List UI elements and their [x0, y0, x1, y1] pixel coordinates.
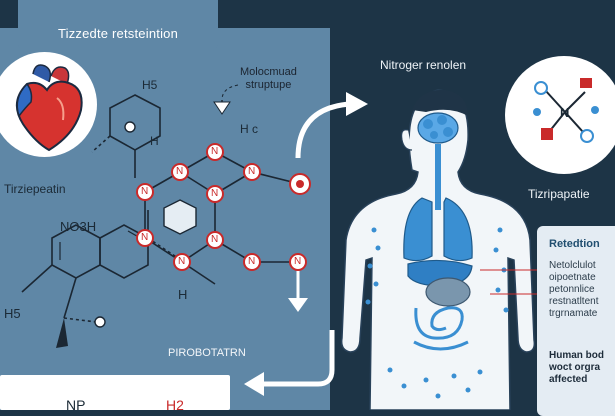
nitrogen-node [243, 253, 261, 271]
oxygen-node [124, 121, 136, 133]
right-molecule-label: Tizripapatie [528, 187, 590, 201]
nitrogen-node [206, 185, 224, 203]
card-connector [480, 269, 537, 295]
ring-bond [63, 317, 97, 323]
down-arrow-head [213, 101, 231, 115]
heart-label: Tirziepeatin [4, 182, 66, 196]
lung-right-icon [443, 197, 473, 262]
node-letter: N [176, 166, 184, 177]
dashed-connector [221, 84, 239, 101]
heart-icon [16, 64, 83, 152]
end-node [289, 253, 307, 271]
vessel-dots [365, 227, 509, 399]
lower-ring-right [99, 224, 149, 279]
retention-card-line: restnatltent [549, 296, 599, 307]
stomach-icon [425, 277, 471, 307]
retention-card-bold-line: Human bod [549, 350, 604, 361]
node-network [136, 143, 311, 271]
retention-card-bold-line: woct orgra [549, 362, 601, 373]
structure-note-line1: Molocmuad [240, 66, 297, 78]
intestines-icon [413, 306, 469, 351]
nitrogen-molecule-icon [533, 78, 599, 143]
node-letter: N [248, 256, 256, 267]
chem-label-ho: H [150, 134, 159, 148]
nitrogen-node [206, 143, 224, 161]
nitrogen-node [171, 163, 189, 181]
chem-label-hco: H c [240, 122, 258, 136]
ear [401, 129, 413, 151]
ring-bond [63, 277, 77, 319]
retention-card-line: Netolclulot [549, 260, 596, 271]
ring-bond [91, 135, 111, 153]
nitrogen-node [173, 253, 191, 271]
return-arrow [244, 330, 335, 396]
molecule-circle [505, 56, 615, 174]
node-letter: N [178, 256, 186, 267]
node-letter: N [211, 188, 219, 199]
node-letter: N [211, 146, 219, 157]
nitrogen-label: Nitroger renolen [380, 58, 467, 72]
oxygen-node [94, 316, 106, 328]
nitrogen-node [136, 229, 154, 247]
chem-label-h5b: H5 [4, 306, 21, 321]
nitrogen-node [136, 183, 154, 201]
middle-ring [163, 199, 197, 235]
wedge-bond [56, 318, 68, 348]
bottom-label-np: NP [66, 397, 86, 413]
node-letter: N [248, 166, 256, 177]
node-letter: N [211, 234, 219, 245]
retention-card-title: Retedtion [549, 238, 600, 250]
node-letter: N [141, 186, 149, 197]
flow-arrow-head [288, 298, 308, 312]
structure-note-line2: struptupe [245, 79, 292, 91]
bottom-box [0, 375, 230, 410]
chem-label-h: H [178, 287, 188, 302]
nitrogen-node [206, 231, 224, 249]
chem-label-h5: H5 [142, 78, 158, 92]
lung-left-icon [403, 197, 433, 262]
end-node [289, 173, 311, 195]
node-letter: N [141, 232, 149, 243]
retention-card-line: trgrnamate [549, 308, 598, 319]
retention-card-line: oipoetnate [549, 272, 596, 283]
molecule-letter: N [560, 105, 570, 120]
retention-card [537, 226, 615, 416]
heart-vessel-2 [50, 66, 70, 85]
node-letter: N [294, 256, 302, 267]
curved-arrow [295, 92, 368, 159]
human-body-figure [340, 89, 536, 410]
heart-vessel-1 [32, 64, 52, 83]
heart-highlight [56, 97, 65, 121]
page-title: Tizzedte retsteintion [18, 18, 218, 48]
heart-body [16, 80, 83, 152]
structure-note: Molocmuad struptupe [240, 66, 297, 92]
body-outline [340, 89, 536, 410]
bottom-label-h2: H2 [166, 397, 184, 413]
retention-card-line: petonnlice [549, 284, 595, 295]
retention-card-bold-line: affected [549, 374, 588, 385]
brain-icon [417, 112, 459, 144]
hair [412, 89, 468, 116]
pirobotatrn-label: PIROBOTATRN [168, 347, 246, 359]
chem-label-noh: NO3H [60, 219, 97, 234]
nitrogen-node [243, 163, 261, 181]
heart-right-side [16, 82, 33, 118]
ring-bond [21, 264, 53, 293]
